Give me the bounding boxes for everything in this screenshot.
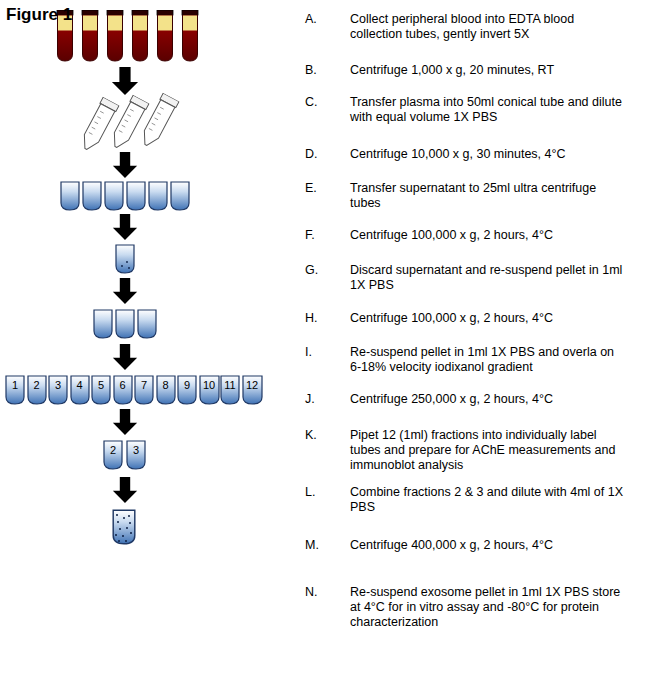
step-description: Centrifuge 10,000 x g, 30 minutes, 4°C xyxy=(350,147,625,162)
conical-tube xyxy=(78,97,119,153)
step-description: Transfer supernatant to 25ml ultra centr… xyxy=(350,181,625,211)
step-description: Centrifuge 400,000 x g, 2 hours, 4°C xyxy=(350,538,625,553)
fraction-number: 1 xyxy=(5,379,25,391)
fraction-number: 12 xyxy=(242,379,263,391)
step-letter: E. xyxy=(305,181,345,196)
fraction-number: 9 xyxy=(177,379,197,391)
step-letter: J. xyxy=(305,392,345,407)
step-letter: B. xyxy=(305,63,345,78)
pellet-tube xyxy=(116,245,134,273)
tube xyxy=(116,245,134,273)
step-arrow xyxy=(113,477,137,503)
step-description: Centrifuge 1,000 x g, 20 minutes, RT xyxy=(350,63,625,78)
tube xyxy=(149,182,167,210)
step-letter: L. xyxy=(305,485,345,500)
blood-tube xyxy=(157,10,173,61)
step-description: Combine fractions 2 & 3 and dilute with … xyxy=(350,485,625,515)
fraction-number: 11 xyxy=(220,379,240,391)
fraction-tube: 10 xyxy=(199,375,220,405)
fraction-tube: 4 xyxy=(70,375,90,405)
step-letter: F. xyxy=(305,228,345,243)
step-letter: D. xyxy=(305,147,345,162)
fraction-number: 8 xyxy=(156,379,176,391)
fraction-number: 7 xyxy=(134,379,154,391)
tube xyxy=(116,310,134,338)
conical-tube xyxy=(108,95,149,151)
step-arrow xyxy=(113,152,137,178)
step-letter: C. xyxy=(305,95,345,110)
fraction-number: 4 xyxy=(70,379,90,391)
tube xyxy=(171,182,189,210)
tube xyxy=(83,182,101,210)
step-description: Pipet 12 (1ml) fractions into individual… xyxy=(350,428,625,473)
fraction-tube: 7 xyxy=(134,375,154,405)
blood-tube xyxy=(107,10,123,61)
fraction-number: 10 xyxy=(199,379,220,391)
step-letter: M. xyxy=(305,538,345,553)
fraction-tube: 3 xyxy=(126,440,146,470)
fraction-number: 3 xyxy=(126,444,146,456)
fraction-tube: 11 xyxy=(220,375,240,405)
tube xyxy=(138,310,156,338)
tube xyxy=(61,182,79,210)
tube xyxy=(105,182,123,210)
fraction-tube: 3 xyxy=(48,375,68,405)
step-arrow xyxy=(113,214,137,240)
tube xyxy=(127,182,145,210)
ultracentrifuge-tubes xyxy=(61,182,189,210)
step-arrow xyxy=(113,278,137,304)
fraction-tube: 2 xyxy=(27,375,47,405)
fraction-number: 5 xyxy=(91,379,111,391)
figure-title: Figure 1 xyxy=(6,5,72,25)
fraction-tube: 6 xyxy=(113,375,133,405)
step-description: Discard supernatant and re-suspend pelle… xyxy=(350,263,625,293)
fraction-number: 6 xyxy=(113,379,133,391)
step-arrows xyxy=(112,67,138,503)
fraction-number: 2 xyxy=(103,444,123,456)
exosome-tube xyxy=(113,510,135,544)
fraction-number: 3 xyxy=(48,379,68,391)
step-letter: N. xyxy=(305,585,345,600)
step-letter: H. xyxy=(305,311,345,326)
blood-tube xyxy=(182,10,198,61)
conical-tubes xyxy=(78,93,179,153)
fraction-tube: 9 xyxy=(177,375,197,405)
step-letter: G. xyxy=(305,263,345,278)
resuspended-tubes xyxy=(94,310,156,338)
blood-tube xyxy=(82,10,98,61)
tube xyxy=(94,310,112,338)
step-description: Re-suspend exosome pellet in 1ml 1X PBS … xyxy=(350,585,625,630)
step-arrow xyxy=(112,67,138,95)
step-description: Centrifuge 250,000 x g, 2 hours, 4°C xyxy=(350,392,625,407)
step-letter: K. xyxy=(305,428,345,443)
fraction-tube: 8 xyxy=(156,375,176,405)
fraction-tube: 12 xyxy=(242,375,263,405)
step-description: Re-suspend pellet in 1ml 1X PBS and over… xyxy=(350,345,625,375)
exosome-dots xyxy=(115,514,132,542)
tube xyxy=(113,510,135,544)
step-description: Centrifuge 100,000 x g, 2 hours, 4°C xyxy=(350,311,625,326)
step-arrow xyxy=(113,344,137,370)
step-letter: A. xyxy=(305,12,345,27)
step-arrow xyxy=(113,409,137,435)
fraction-tube: 1 xyxy=(5,375,25,405)
fraction-number: 2 xyxy=(27,379,47,391)
step-description: Transfer plasma into 50ml conical tube a… xyxy=(350,95,625,125)
fraction-tube: 5 xyxy=(91,375,111,405)
step-description: Collect peripheral blood into EDTA blood… xyxy=(350,12,625,42)
fraction-tube: 2 xyxy=(103,440,123,470)
step-letter: I. xyxy=(305,345,345,360)
blood-tube xyxy=(132,10,148,61)
blood-tubes xyxy=(57,10,198,61)
step-description: Centrifuge 100,000 x g, 2 hours, 4°C xyxy=(350,228,625,243)
conical-tube xyxy=(138,93,179,149)
